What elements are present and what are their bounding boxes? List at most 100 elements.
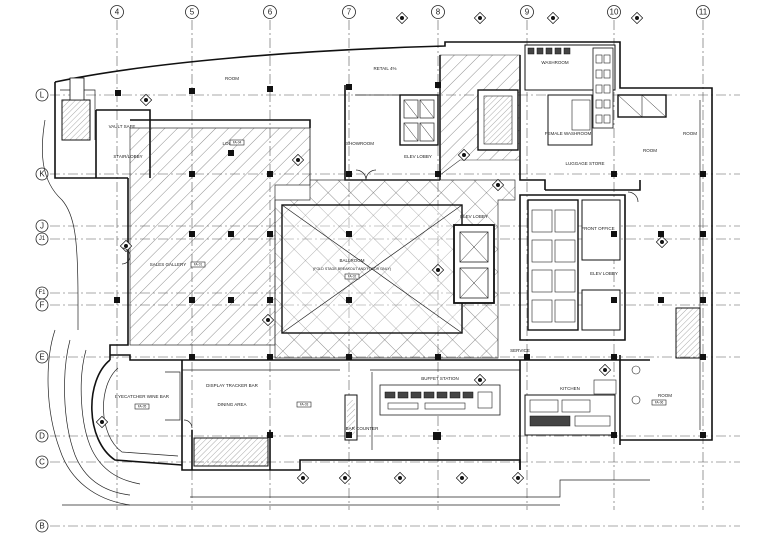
label-sales-gallery: SALES GALLERY <box>150 262 186 267</box>
label-female-washroom: FEMALE WASHROOM <box>545 131 592 136</box>
svg-text:C: C <box>39 458 45 467</box>
washroom-fixtures <box>524 44 616 146</box>
elevator-core-right <box>527 199 621 331</box>
svg-text:E: E <box>39 353 44 362</box>
label-vault-safe: VAULT SAFE <box>109 124 136 129</box>
svg-text:FA-03: FA-03 <box>300 403 309 407</box>
tag-2: FA-02 <box>344 273 360 280</box>
svg-text:4: 4 <box>115 8 120 17</box>
section-marker <box>261 313 275 327</box>
svg-text:8: 8 <box>436 8 441 17</box>
elevator-core-top <box>399 94 439 146</box>
svg-text:FA-06: FA-06 <box>655 401 664 405</box>
section-marker <box>431 263 445 277</box>
section-marker <box>511 471 525 485</box>
svg-text:B: B <box>39 522 44 531</box>
door-swings <box>121 169 639 429</box>
svg-text:7: 7 <box>347 8 352 17</box>
section-marker <box>546 11 560 25</box>
tag-3: FA-03 <box>296 401 312 408</box>
grid-bubble-9: 9 <box>520 5 534 19</box>
section-marker <box>455 471 469 485</box>
grid-bubble-D: D <box>35 429 49 443</box>
grid-bubble-F: F <box>35 298 49 312</box>
section-marker <box>473 11 487 25</box>
room-tags: FA-01 FA-02 FA-03 FA-04 FA-05 FA-06 <box>134 139 667 410</box>
grid-bubble-7: 7 <box>342 5 356 19</box>
section-marker <box>630 11 644 25</box>
label-washroom: WASHROOM <box>541 60 569 65</box>
label-bar-counter: BAR COUNTER <box>346 426 380 431</box>
bar-counter-fixture <box>344 394 358 441</box>
label-retail: RETAIL 4% <box>373 66 396 71</box>
svg-text:10: 10 <box>610 8 619 17</box>
svg-text:J: J <box>40 222 44 231</box>
elevator-core-mid <box>453 224 495 304</box>
landscape-outline <box>41 119 650 506</box>
label-elev-lobby-top: ELEV LOBBY <box>404 154 432 159</box>
tag-6: FA-06 <box>651 399 667 406</box>
section-marker <box>457 148 471 162</box>
svg-text:L: L <box>40 91 45 100</box>
label-ballroom-sub: (FOLD STAGE BREAKOUT AND FLOOR ONLY) <box>313 267 391 271</box>
stair-core-top <box>477 89 519 151</box>
label-elev-lobby-right: ELEV LOBBY <box>590 271 618 276</box>
label-elev-lobby-mid: ELEV LOBBY <box>460 214 488 219</box>
label-service: SERVICE <box>510 348 530 353</box>
room-labels: RETAIL 4% ROOM VAULT SAFE STAIR/LOBBY LO… <box>109 60 698 431</box>
grid-bubble-6: 6 <box>263 5 277 19</box>
grid-bubble-5: 5 <box>185 5 199 19</box>
grid-bubbles: 4 5 6 7 8 9 10 11 L K J J1 F1 F E D C B <box>35 5 710 533</box>
label-front-office: FRONT OFFICE <box>581 226 614 231</box>
grid-bubble-C: C <box>35 455 49 469</box>
buffet-fixtures <box>379 384 501 416</box>
tag-4: FA-04 <box>229 139 245 146</box>
stair-bottom-left <box>193 437 269 467</box>
grid-bubble-11: 11 <box>696 5 710 19</box>
label-buffet-station: BUFFET STATION <box>421 376 459 381</box>
elevator-core-far-right <box>617 94 667 118</box>
grid-bubble-8: 8 <box>431 5 445 19</box>
svg-text:11: 11 <box>699 8 708 17</box>
grid-bubble-10: 10 <box>607 5 621 19</box>
label-room-right-a: ROOM <box>683 131 697 136</box>
grid-bubble-E: E <box>35 350 49 364</box>
section-marker <box>655 235 669 249</box>
section-marker <box>338 471 352 485</box>
label-luggage-store: LUGGAGE STORE <box>566 161 605 166</box>
section-marker <box>393 471 407 485</box>
section-marker <box>95 415 109 429</box>
section-marker <box>491 178 505 192</box>
section-marker <box>139 93 153 107</box>
label-stair-lobby: STAIR/LOBBY <box>113 154 142 159</box>
label-room-top: ROOM <box>225 76 239 81</box>
svg-text:F: F <box>40 301 45 310</box>
stair-right <box>675 307 701 359</box>
grid-bubble-4: 4 <box>110 5 124 19</box>
label-room-right-b: ROOM <box>643 148 657 153</box>
label-eyecatcher-bar: EYECATCHER WINE BAR <box>115 394 170 399</box>
label-ballroom: BALLROOM <box>339 258 364 263</box>
tag-5: FA-05 <box>134 403 150 410</box>
section-marker <box>473 373 487 387</box>
svg-text:D: D <box>39 432 45 441</box>
grid-bubble-K: K <box>35 167 49 181</box>
svg-text:6: 6 <box>268 8 273 17</box>
grid-bubble-J: J <box>35 219 49 233</box>
svg-text:FA-01: FA-01 <box>194 263 203 267</box>
label-room-right-c: ROOM <box>658 393 672 398</box>
svg-text:K: K <box>39 170 45 179</box>
section-marker <box>291 153 305 167</box>
section-marker <box>296 471 310 485</box>
grid-bubble-B: B <box>35 519 49 533</box>
section-marker <box>395 11 409 25</box>
grid-bubble-L: L <box>35 88 49 102</box>
svg-text:9: 9 <box>525 8 530 17</box>
stair-top-left <box>61 77 91 141</box>
grid-bubble-F1: F1 <box>35 286 49 300</box>
label-kitchen: KITCHEN <box>560 386 580 391</box>
eyecatcher-bar <box>91 359 183 466</box>
grid-bubble-J1: J1 <box>35 232 49 246</box>
svg-text:F1: F1 <box>38 290 46 296</box>
svg-text:J1: J1 <box>39 236 46 242</box>
